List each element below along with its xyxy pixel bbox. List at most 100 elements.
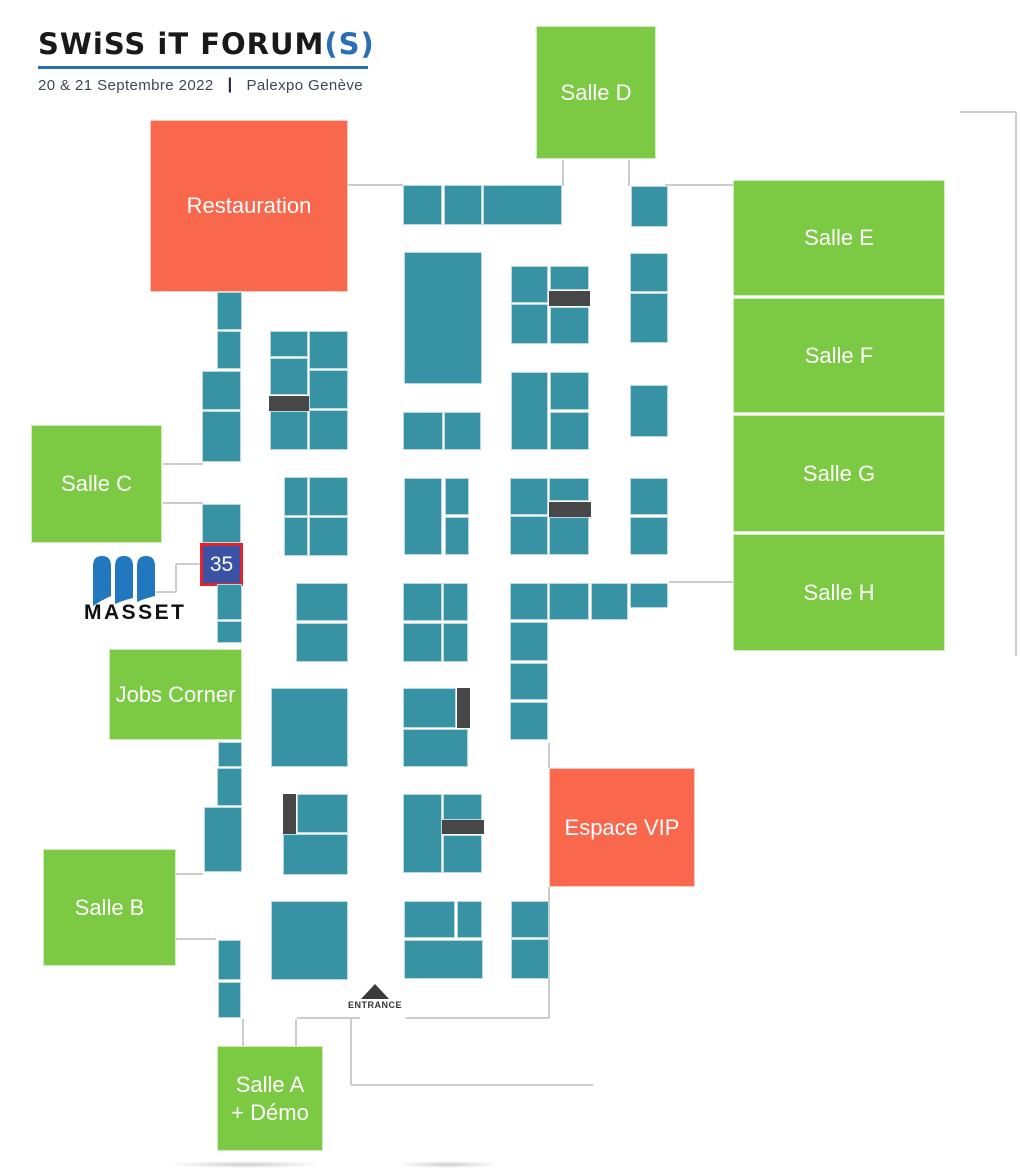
booth [549,583,589,620]
room-restauration: Restauration [150,120,348,292]
booth [284,477,308,516]
booth [309,517,348,556]
event-logo: SWiSS iT FORUM(S) [38,27,375,61]
booth [511,939,549,979]
event-header: SWiSS iT FORUM(S) 20 & 21 Septembre 2022… [38,27,375,94]
booth [217,292,242,330]
booth [510,583,548,620]
booth [217,331,241,369]
booth [403,688,456,728]
booth [403,583,442,621]
room-salle-d: Salle D [536,26,656,159]
event-subtitle: 20 & 21 Septembre 2022 | Palexpo Genève [38,76,375,94]
room-salle-c: Salle C [31,425,162,543]
booth [217,768,242,806]
booth [550,372,589,410]
room-salle-h: Salle H [733,534,945,651]
furniture-block [269,396,309,411]
booth [202,411,241,462]
booth [404,901,455,938]
event-logo-accent: (S) [324,27,375,61]
booth [549,478,589,501]
booth [403,412,443,450]
booth [511,901,549,938]
room-salle-e: Salle E [733,180,945,296]
booth [271,688,348,767]
booth [510,478,548,515]
masset-logo-text: MASSET [84,601,187,624]
booth [403,794,442,873]
room-salle-g: Salle G [733,415,945,532]
booth [443,794,482,820]
booth-35-number: 35 [209,552,234,576]
booth [296,623,348,662]
booth [202,504,241,543]
room-label: Salle C [61,471,132,497]
subtitle-separator: | [227,76,233,93]
booth [217,621,242,643]
booth [443,835,482,873]
floor-shadow [170,1161,320,1168]
room-label: Espace VIP [564,814,680,840]
booth [550,266,589,290]
booth [511,266,548,303]
room-salle-f: Salle F [733,298,945,413]
booth [630,385,668,437]
booth [631,186,668,227]
entrance-arrow-icon [361,984,389,999]
booth [271,901,348,980]
booth [270,358,308,395]
booth [591,583,628,620]
booth [309,477,348,516]
logo-underline [38,66,368,69]
room-label: Salle A + Démo [231,1072,309,1125]
booth [550,412,589,450]
booth [404,252,482,384]
booth [549,517,589,555]
booth [630,293,668,343]
furniture-block [457,688,470,728]
event-venue: Palexpo Genève [246,76,363,94]
event-logo-main: SWiSS iT FORUM [38,27,325,61]
booth [270,331,308,357]
booth [297,794,348,833]
booth [403,185,442,225]
booth [510,663,548,700]
room-label: Restauration [186,193,312,219]
booth [202,371,241,410]
booth [511,304,548,344]
furniture-block [549,291,590,306]
booth [630,517,668,555]
masset-logo-icon [93,556,155,611]
room-label: Salle H [803,579,875,605]
booth [550,307,589,344]
booth [443,623,468,662]
room-salle-a-demo: Salle A + Démo [217,1046,323,1151]
booth [309,331,348,369]
furniture-block [549,502,591,517]
booth [283,834,348,875]
booth [204,807,242,872]
furniture-block [442,820,484,834]
booth [218,940,241,980]
room-label: Jobs Corner [115,681,236,707]
booth [445,478,469,515]
booth [444,185,482,225]
room-label: Salle F [804,342,874,368]
booth [444,412,481,450]
entrance-label: ENTRANCE [347,1000,402,1010]
room-salle-b: Salle B [43,849,176,966]
booth [510,622,548,661]
booth [296,583,348,621]
booth [309,410,348,450]
booth [443,583,468,621]
room-espace-vip: Espace VIP [549,768,695,887]
booth [483,185,562,225]
booth [218,982,241,1018]
booth [510,516,548,555]
booth [403,729,468,767]
booth [630,583,668,608]
booth [511,372,548,450]
room-label: Salle B [74,894,145,920]
